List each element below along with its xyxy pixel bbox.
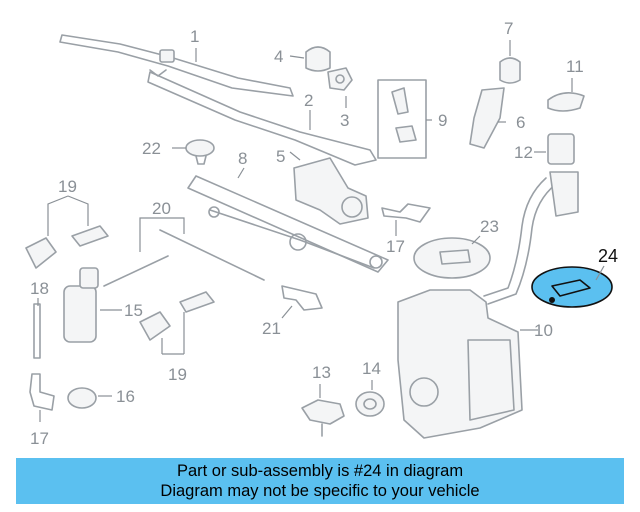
part-nozzles-19-bottom xyxy=(139,291,215,341)
part-7 xyxy=(499,57,521,84)
part-wiper-blade xyxy=(147,69,377,166)
part-12 xyxy=(547,133,575,165)
callout-17-bottom: 17 xyxy=(30,429,49,448)
part-rod-18 xyxy=(33,303,41,359)
callout-6: 6 xyxy=(516,113,525,132)
part-reservoir-10 xyxy=(397,289,523,439)
callout-4: 4 xyxy=(274,47,283,66)
callout-22: 22 xyxy=(142,139,161,158)
banner-line-1: Part or sub-assembly is #24 in diagram xyxy=(176,462,464,480)
leader-lines xyxy=(37,40,605,422)
part-grommet-22 xyxy=(185,139,215,165)
callout-labels: 1 2 3 4 5 6 7 8 9 10 11 12 13 14 15 16 1… xyxy=(30,19,618,448)
callout-15: 15 xyxy=(124,301,143,320)
callout-13: 13 xyxy=(312,363,331,382)
callout-9: 9 xyxy=(438,111,447,130)
info-banner: Part or sub-assembly is #24 in diagram D… xyxy=(16,458,624,504)
part-23 xyxy=(413,237,491,279)
callout-12: 12 xyxy=(514,143,533,162)
part-wiper-arm xyxy=(59,34,294,97)
callout-16: 16 xyxy=(116,387,135,406)
part-nozzles-19-top xyxy=(25,225,109,269)
callout-8: 8 xyxy=(238,149,247,168)
banner-line-2: Diagram may not be specific to your vehi… xyxy=(160,482,480,500)
callout-19-bottom: 19 xyxy=(168,365,187,384)
callout-20: 20 xyxy=(152,199,171,218)
part-washer-hose xyxy=(483,171,579,305)
part-nut xyxy=(327,67,353,91)
part-21 xyxy=(281,285,323,311)
part-pump-15 xyxy=(63,267,99,343)
part-kit-9 xyxy=(377,79,427,159)
part-bracket-6 xyxy=(469,87,505,149)
part-14 xyxy=(355,391,385,417)
parts-diagram: 1 2 3 4 5 6 7 8 9 10 11 12 13 14 15 16 1… xyxy=(25,19,618,448)
callout-14: 14 xyxy=(362,359,381,378)
callout-19-top: 19 xyxy=(58,177,77,196)
callout-23: 23 xyxy=(480,217,499,236)
callout-17-top: 17 xyxy=(386,237,405,256)
callout-18: 18 xyxy=(30,279,49,298)
callout-2: 2 xyxy=(304,91,313,110)
part-24-highlighted xyxy=(531,266,613,308)
callout-21: 21 xyxy=(262,319,281,338)
part-rods-20 xyxy=(103,229,265,287)
part-cap xyxy=(305,46,331,72)
part-connector-17-top xyxy=(381,203,431,223)
callout-11: 11 xyxy=(566,57,584,76)
callout-1: 1 xyxy=(190,27,199,46)
callout-7: 7 xyxy=(504,19,513,38)
callout-10: 10 xyxy=(534,321,553,340)
part-16 xyxy=(67,387,97,409)
callout-3: 3 xyxy=(340,111,349,130)
part-connector-17-bottom xyxy=(29,373,55,411)
part-motor-5 xyxy=(293,157,369,225)
callout-5: 5 xyxy=(276,147,285,166)
part-11 xyxy=(547,92,585,112)
callout-24: 24 xyxy=(598,246,618,266)
part-linkage-8 xyxy=(187,175,389,273)
part-13 xyxy=(301,399,345,437)
